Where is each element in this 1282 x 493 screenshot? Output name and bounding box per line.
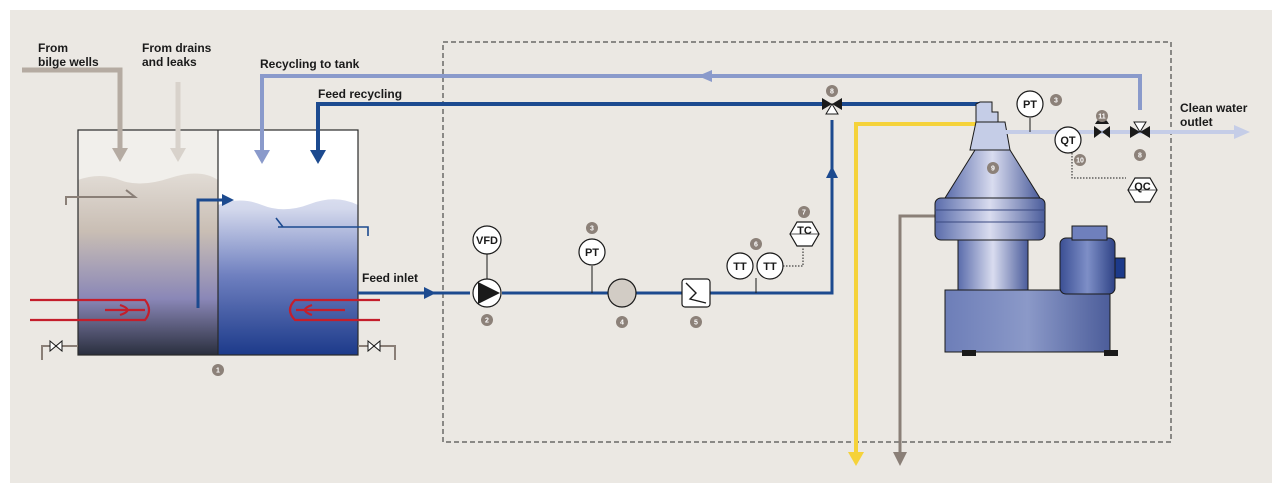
svg-text:PT: PT xyxy=(1023,99,1037,111)
marker-3-feed: 3 xyxy=(586,222,598,234)
sludge-outlet-line xyxy=(898,214,935,455)
marker-7: 7 xyxy=(798,206,810,218)
temperature-controller: TC xyxy=(789,221,820,247)
skimmer-right xyxy=(275,217,369,236)
label-from-drains-line2: and leaks xyxy=(142,55,197,69)
skimmer-left xyxy=(65,189,138,205)
marker-3-outlet: 3 xyxy=(1050,94,1062,106)
vfd-instrument: VFD xyxy=(472,225,502,255)
marker-9: 9 xyxy=(987,162,999,174)
qc-signal-line xyxy=(1071,153,1126,179)
svg-text:QC: QC xyxy=(1134,181,1151,193)
separator xyxy=(934,101,1126,356)
drain-valve-left xyxy=(41,339,78,360)
marker-6: 6 xyxy=(750,238,762,250)
heater-coil-left xyxy=(30,298,151,322)
strainer xyxy=(607,278,637,308)
svg-text:3: 3 xyxy=(1054,98,1058,105)
marker-2: 2 xyxy=(481,314,493,326)
marker-5: 5 xyxy=(690,316,702,328)
label-feed-inlet: Feed inlet xyxy=(362,271,418,285)
svg-text:1: 1 xyxy=(216,368,220,375)
svg-text:11: 11 xyxy=(1098,114,1106,121)
svg-text:3: 3 xyxy=(590,226,594,233)
three-way-valve-outlet xyxy=(1130,121,1150,138)
feed-recycling-line xyxy=(316,102,826,152)
svg-text:8: 8 xyxy=(830,89,834,96)
drain-valve-right xyxy=(358,339,396,360)
svg-text:9: 9 xyxy=(991,166,995,173)
temperature-transmitter-2: TT xyxy=(756,252,784,280)
feed-pump xyxy=(472,254,502,308)
quality-transmitter: QT xyxy=(1054,126,1082,154)
bilge-inflow-arrow xyxy=(22,67,123,150)
label-feed-recycling: Feed recycling xyxy=(318,87,402,101)
svg-text:TT: TT xyxy=(733,261,747,273)
marker-4: 4 xyxy=(616,316,628,328)
marker-8-feed: 8 xyxy=(826,85,838,97)
settling-tank xyxy=(77,129,359,356)
svg-text:TT: TT xyxy=(763,261,777,273)
marker-10: 10 xyxy=(1074,154,1086,166)
svg-text:6: 6 xyxy=(754,242,758,249)
pressure-transmitter-outlet: PT xyxy=(1016,90,1044,132)
svg-text:8: 8 xyxy=(1138,153,1142,160)
svg-text:5: 5 xyxy=(694,320,698,327)
temperature-transmitter-1: TT xyxy=(726,252,757,293)
svg-text:VFD: VFD xyxy=(476,235,498,247)
skid-boundary xyxy=(442,41,1172,443)
three-way-valve-feed xyxy=(822,98,842,115)
tc-signal-line xyxy=(783,248,804,267)
svg-text:QT: QT xyxy=(1060,135,1076,147)
svg-text:10: 10 xyxy=(1076,158,1084,165)
svg-text:PT: PT xyxy=(585,247,599,259)
marker-1: 1 xyxy=(212,364,224,376)
svg-text:TC: TC xyxy=(797,225,812,237)
oil-outlet-line xyxy=(854,122,976,455)
heat-exchanger xyxy=(681,278,711,308)
marker-11: 11 xyxy=(1096,110,1108,122)
svg-text:2: 2 xyxy=(485,318,489,325)
tank-transfer-line xyxy=(196,198,225,308)
quality-controller: QC xyxy=(1127,177,1158,203)
label-from-bilge-line1: From xyxy=(38,41,68,55)
marker-8-outlet: 8 xyxy=(1134,149,1146,161)
pressure-transmitter-feed: PT xyxy=(578,238,606,293)
label-clean-water-line2: outlet xyxy=(1180,115,1213,129)
heater-coil-right xyxy=(288,298,380,322)
svg-text:4: 4 xyxy=(620,320,624,327)
label-clean-water-line1: Clean water xyxy=(1180,101,1248,115)
label-recycling-to-tank: Recycling to tank xyxy=(260,57,360,71)
svg-text:7: 7 xyxy=(802,210,806,217)
label-from-bilge-line2: bilge wells xyxy=(38,55,99,69)
label-from-drains-line1: From drains xyxy=(142,41,212,55)
